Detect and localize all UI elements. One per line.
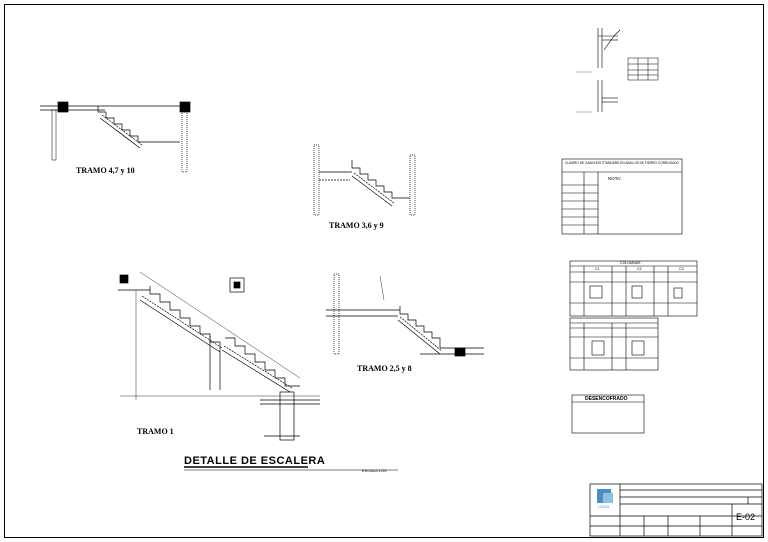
column-header-c2: C2 bbox=[637, 267, 642, 271]
company-logo-icon bbox=[597, 489, 613, 503]
label-tramo-3-6-9: TRAMO 3,6 y 9 bbox=[329, 221, 384, 230]
stirrup-note-title: NOTA: bbox=[608, 176, 622, 181]
stair-drawing-tramo-3-6-9 bbox=[313, 144, 416, 216]
sheet-border bbox=[4, 4, 764, 538]
drawing-title: DETALLE DE ESCALERA bbox=[184, 455, 326, 467]
column-header-c3: C3 bbox=[679, 267, 684, 271]
desencofrado-title: DESENCOFRADO bbox=[585, 396, 628, 402]
label-tramo-2-5-8: TRAMO 2,5 y 8 bbox=[357, 364, 412, 373]
hook-table-lines bbox=[627, 57, 659, 81]
label-tramo-4-7-10: TRAMO 4,7 y 10 bbox=[76, 166, 135, 175]
stirrup-table-title: CUADRO DE GANCHOS STANDARD EN ANILLOS DE… bbox=[565, 161, 679, 165]
stair-drawing-tramo-1 bbox=[118, 271, 320, 441]
stirrup-table-lines bbox=[561, 158, 683, 235]
stair-drawing-tramo-4-7-10 bbox=[40, 101, 191, 173]
columns-table-title: COLUMNAS bbox=[620, 261, 641, 265]
sheet-code: E-02 bbox=[736, 512, 756, 522]
hook-details bbox=[576, 28, 621, 113]
desencofrado-box-lines bbox=[571, 394, 645, 434]
column-header-c1: C1 bbox=[595, 267, 600, 271]
company-logo-text: LOGA bbox=[598, 504, 610, 509]
columns-table-lines bbox=[569, 260, 698, 371]
stair-drawing-tramo-2-5-8 bbox=[326, 273, 484, 357]
drawing-scale: ESCALA 1/25 bbox=[362, 468, 387, 473]
label-tramo-1: TRAMO 1 bbox=[137, 427, 174, 436]
title-block-lines bbox=[589, 483, 763, 537]
